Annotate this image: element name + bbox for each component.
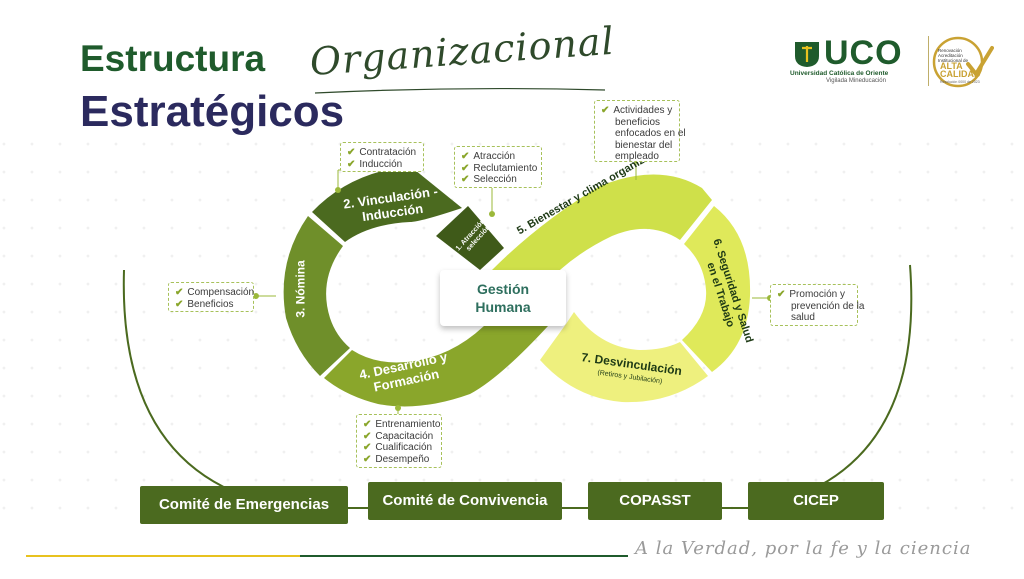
segment-2-shape bbox=[312, 166, 462, 242]
check-icon: ✔ bbox=[363, 442, 372, 453]
callout-contratacion: ✔Contratación ✔Inducción bbox=[340, 142, 424, 172]
segment-7-shape bbox=[540, 312, 708, 403]
uco-shield-icon bbox=[795, 42, 819, 67]
segment-3-label: 3. Nómina bbox=[293, 260, 308, 318]
check-icon: ✔ bbox=[601, 105, 610, 116]
script-underline bbox=[314, 87, 606, 94]
callout-item: ✔Reclutamiento bbox=[461, 162, 538, 174]
title-estructura: Estructura bbox=[80, 38, 266, 79]
check-icon: ✔ bbox=[461, 174, 470, 185]
title-estrategicos: Estratégicos bbox=[80, 87, 345, 136]
callout-item: ✔Entrenamiento bbox=[363, 419, 441, 430]
uco-logo: UCO Universidad Católica de Oriente Vigi… bbox=[790, 34, 1000, 90]
callout-item: ✔Selección bbox=[461, 174, 517, 185]
callout-item: ✔Cualificación bbox=[363, 442, 433, 453]
check-icon: ✔ bbox=[777, 289, 786, 300]
dot-compensacion bbox=[253, 293, 259, 299]
segment-6-shape bbox=[682, 206, 751, 372]
callout-atraccion: ✔Atracción ✔Reclutamiento ✔Selección bbox=[454, 146, 542, 188]
callout-item: ✔Capacitación bbox=[363, 430, 434, 442]
footer-motto: A la Verdad, por la fe y la ciencia bbox=[635, 538, 972, 559]
callout-item: ✔Compensación bbox=[175, 287, 255, 298]
callout-promocion: ✔Promoción y prevención de la salud bbox=[770, 284, 864, 326]
callout-item: ✔Contratación bbox=[347, 147, 417, 158]
seal-main-text: ALTA CALIDAD bbox=[940, 61, 981, 79]
callout-item: ✔Atracción bbox=[461, 151, 516, 162]
callout-item: ✔Beneficios bbox=[175, 298, 234, 310]
seal-top-text: Renovación Acreditación Institucional de bbox=[938, 48, 969, 63]
callout-item: ✔Inducción bbox=[347, 158, 403, 170]
check-icon: ✔ bbox=[347, 147, 356, 158]
check-icon: ✔ bbox=[461, 151, 470, 162]
logo-separator bbox=[928, 36, 929, 86]
dot-atraccion bbox=[489, 211, 495, 217]
center-line1: Gestión bbox=[476, 281, 530, 297]
seal-bottom-text: Resolución 0000 de 2023 bbox=[940, 80, 980, 84]
comite-copasst: COPASST bbox=[588, 482, 722, 520]
comite-convivencia: Comité de Convivencia bbox=[368, 482, 562, 520]
callout-item: ✔Actividades y bbox=[601, 105, 673, 116]
logo-name: UCO bbox=[824, 34, 903, 72]
check-icon: ✔ bbox=[175, 287, 184, 298]
check-icon: ✔ bbox=[175, 298, 184, 310]
dot-entrenamiento bbox=[395, 405, 401, 411]
comite-emergencias: Comité de Emergencias bbox=[140, 486, 348, 524]
callout-compensacion: ✔Compensación ✔Beneficios bbox=[168, 282, 254, 312]
comite-cicep: CICEP bbox=[748, 482, 884, 520]
logo-vigilance: Vigilada Mineducación bbox=[826, 78, 886, 84]
seal-ring-icon bbox=[932, 36, 994, 88]
check-icon: ✔ bbox=[461, 162, 470, 174]
alta-calidad-seal: Renovación Acreditación Institucional de… bbox=[932, 34, 994, 90]
center-card-gestion-humana: Gestión Humana bbox=[440, 270, 566, 326]
check-icon: ✔ bbox=[363, 453, 372, 465]
callout-item: ✔Desempeño bbox=[363, 453, 430, 465]
logo-university: Universidad Católica de Oriente bbox=[790, 70, 889, 77]
dot-contratacion bbox=[335, 187, 341, 193]
segment-1-shape bbox=[436, 206, 504, 270]
callout-entrenamiento: ✔Entrenamiento ✔Capacitación ✔Cualificac… bbox=[356, 414, 442, 468]
callout-bienestar: ✔Actividades y beneficios enfocados en e… bbox=[594, 100, 686, 162]
check-icon: ✔ bbox=[363, 419, 372, 430]
segment-3-shape bbox=[283, 216, 350, 376]
callout-item: ✔Promoción y bbox=[777, 289, 845, 300]
segment-5-shape bbox=[492, 174, 712, 298]
check-icon: ✔ bbox=[363, 430, 372, 442]
check-icon: ✔ bbox=[347, 158, 356, 170]
center-line2: Humana bbox=[475, 299, 531, 315]
